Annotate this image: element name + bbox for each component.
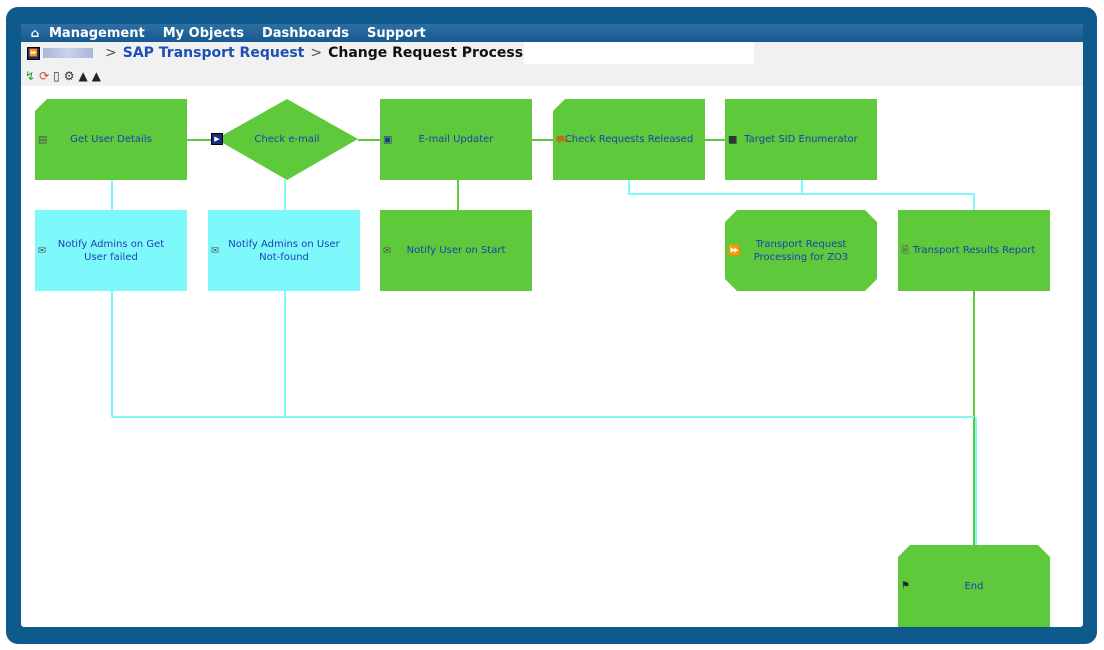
connector-lines xyxy=(111,139,977,545)
page-title: Change Request Processing xyxy=(328,45,548,61)
mail-icon: ✉ xyxy=(211,245,220,256)
step-end[interactable]: ⚑ End xyxy=(898,545,1050,627)
step-label: Get User Details xyxy=(70,134,152,145)
breadcrumb-link[interactable]: SAP Transport Request xyxy=(122,45,305,61)
step-label: End xyxy=(964,580,984,592)
decision-label: Check e-mail xyxy=(254,134,320,145)
report-icon: 🗎 xyxy=(901,245,910,256)
toolbar: ↯ ⟳ ▯ ⚙ ▲ ▲ xyxy=(25,68,105,84)
workflow-icon: ⏩ xyxy=(728,245,741,256)
breadcrumb-separator: > xyxy=(310,45,323,61)
reload-icon[interactable]: ⟳ xyxy=(39,69,50,83)
step-target-sid-enumerator[interactable]: ■ Target SID Enumerator xyxy=(725,99,877,180)
menu-management[interactable]: Management xyxy=(49,25,145,41)
app-window: ⌂ Management My Objects Dashboards Suppo… xyxy=(21,24,1083,627)
workflow-canvas: ▤ Get User Details ▶ Check e-mail ▣ E-ma… xyxy=(21,86,1083,627)
notify-admins-get-user-failed[interactable]: ✉ Notify Admins on Get User failed xyxy=(35,210,187,291)
breadcrumb-separator: > xyxy=(105,45,117,61)
step-check-requests-released[interactable]: ⛟ Check Requests Released xyxy=(553,99,705,180)
home-icon[interactable]: ⌂ xyxy=(30,26,40,40)
menu-support[interactable]: Support xyxy=(366,25,426,41)
notify-user-on-start[interactable]: ✉ Notify User on Start xyxy=(380,210,532,291)
title-input-area xyxy=(524,42,754,64)
breadcrumb: ⏩ > SAP Transport Request > Change Reque… xyxy=(27,44,548,62)
step-get-user-details[interactable]: ▤ Get User Details xyxy=(35,99,187,180)
step-label: E-mail Updater xyxy=(418,134,494,145)
step-label: Notify Admins on User Not-found xyxy=(228,238,340,263)
menu-dashboards[interactable]: Dashboards xyxy=(261,25,349,41)
step-email-updater[interactable]: ▣ E-mail Updater xyxy=(380,99,532,180)
step-label: Notify User on Start xyxy=(406,245,506,256)
step-label: Check Requests Released xyxy=(564,134,694,145)
mail-icon: ✉ xyxy=(383,245,392,256)
refresh-icon[interactable]: ↯ xyxy=(25,69,36,83)
decision-check-email[interactable]: ▶ Check e-mail xyxy=(211,99,358,180)
save-icon: ▣ xyxy=(383,134,393,145)
truck-icon: ⛟ xyxy=(556,134,569,145)
decision-shape xyxy=(216,99,358,180)
step-transport-request-processing[interactable]: ⏩ Transport Request Processing for ZO3 xyxy=(725,210,877,291)
step-transport-results-report[interactable]: 🗎 Transport Results Report xyxy=(898,210,1050,291)
redacted-crumb[interactable] xyxy=(43,48,93,58)
step-label: Transport Request Processing for ZO3 xyxy=(753,238,849,263)
flag-icon: ⚑ xyxy=(901,580,910,592)
step-label: Notify Admins on Get User failed xyxy=(57,238,165,263)
delete-icon[interactable]: ▯ xyxy=(53,69,60,83)
enumerator-icon: ■ xyxy=(728,134,738,145)
menu-my-objects[interactable]: My Objects xyxy=(162,25,244,41)
step-label: Transport Results Report xyxy=(912,245,1036,256)
table-icon: ▤ xyxy=(38,134,48,145)
hierarchy-icon[interactable]: ▲ xyxy=(91,69,101,83)
settings-icon[interactable]: ⚙ xyxy=(63,69,75,83)
mail-icon: ✉ xyxy=(38,245,47,256)
header-bar: ⏩ > SAP Transport Request > Change Reque… xyxy=(21,42,1083,86)
workflow-icon: ⏩ xyxy=(27,46,40,60)
tree-icon[interactable]: ▲ xyxy=(78,69,88,83)
menu-bar: ⌂ Management My Objects Dashboards Suppo… xyxy=(21,24,1083,42)
step-label: Target SID Enumerator xyxy=(744,134,858,145)
script-icon: ▶ xyxy=(211,133,223,145)
notify-admins-user-not-found[interactable]: ✉ Notify Admins on User Not-found xyxy=(208,210,360,291)
